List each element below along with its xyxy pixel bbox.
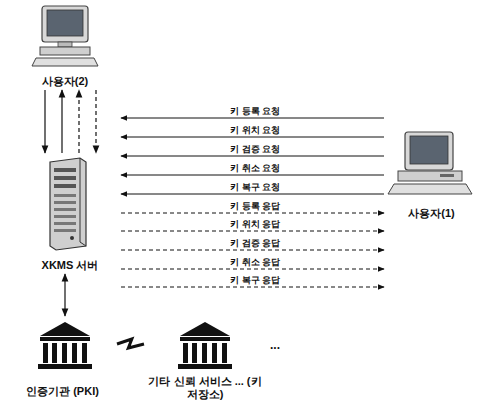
message-arrow xyxy=(95,90,96,153)
message-arrow xyxy=(121,250,384,251)
building-icon xyxy=(178,322,232,369)
message-arrow xyxy=(121,287,384,288)
computer-icon xyxy=(32,6,98,66)
device-node: XKMS 서버 xyxy=(20,155,120,272)
server-icon xyxy=(50,158,86,250)
message-label: 키 검증 요청 xyxy=(228,144,282,155)
message-label: 키 취소 요청 xyxy=(228,163,282,174)
message-label: 키 취소 응답 xyxy=(228,257,282,268)
message-arrow xyxy=(78,90,79,153)
device-label: 인증기관 (PKI) xyxy=(26,385,99,398)
ellipsis-label: ... xyxy=(270,338,280,352)
message-label: 키 위치 응답 xyxy=(228,219,282,230)
computer-icon xyxy=(388,132,472,194)
message-label: 키 복구 요청 xyxy=(228,182,282,193)
device-label: 기타 신뢰 서비스 ... (키 저장소) xyxy=(146,375,264,401)
message-arrow xyxy=(117,339,144,348)
message-arrow xyxy=(121,269,384,270)
message-arrow xyxy=(61,90,62,153)
message-label: 키 복구 응답 xyxy=(228,275,282,286)
message-arrow xyxy=(44,90,45,153)
message-arrow xyxy=(121,137,384,138)
building-icon xyxy=(38,322,92,369)
device-node: 사용자(2) xyxy=(20,2,110,88)
device-node: 인증기관 (PKI) xyxy=(10,318,115,398)
device-label: XKMS 서버 xyxy=(42,259,99,272)
message-arrow xyxy=(121,156,384,157)
message-label: 키 등록 응답 xyxy=(228,201,282,212)
device-label: 사용자(2) xyxy=(42,75,88,88)
device-label: 사용자(1) xyxy=(408,207,454,220)
message-arrow xyxy=(121,213,384,214)
message-label: 키 위치 요청 xyxy=(228,125,282,136)
message-arrow xyxy=(121,175,384,176)
message-arrow xyxy=(121,194,384,195)
message-arrow xyxy=(121,231,384,232)
message-label: 키 등록 요청 xyxy=(228,106,282,117)
message-arrow xyxy=(121,118,384,119)
device-node: 기타 신뢰 서비스 ... (키 저장소) xyxy=(146,318,264,401)
message-label: 키 검증 응답 xyxy=(228,238,282,249)
device-node: 사용자(1) xyxy=(385,128,478,220)
message-arrow xyxy=(64,274,65,316)
